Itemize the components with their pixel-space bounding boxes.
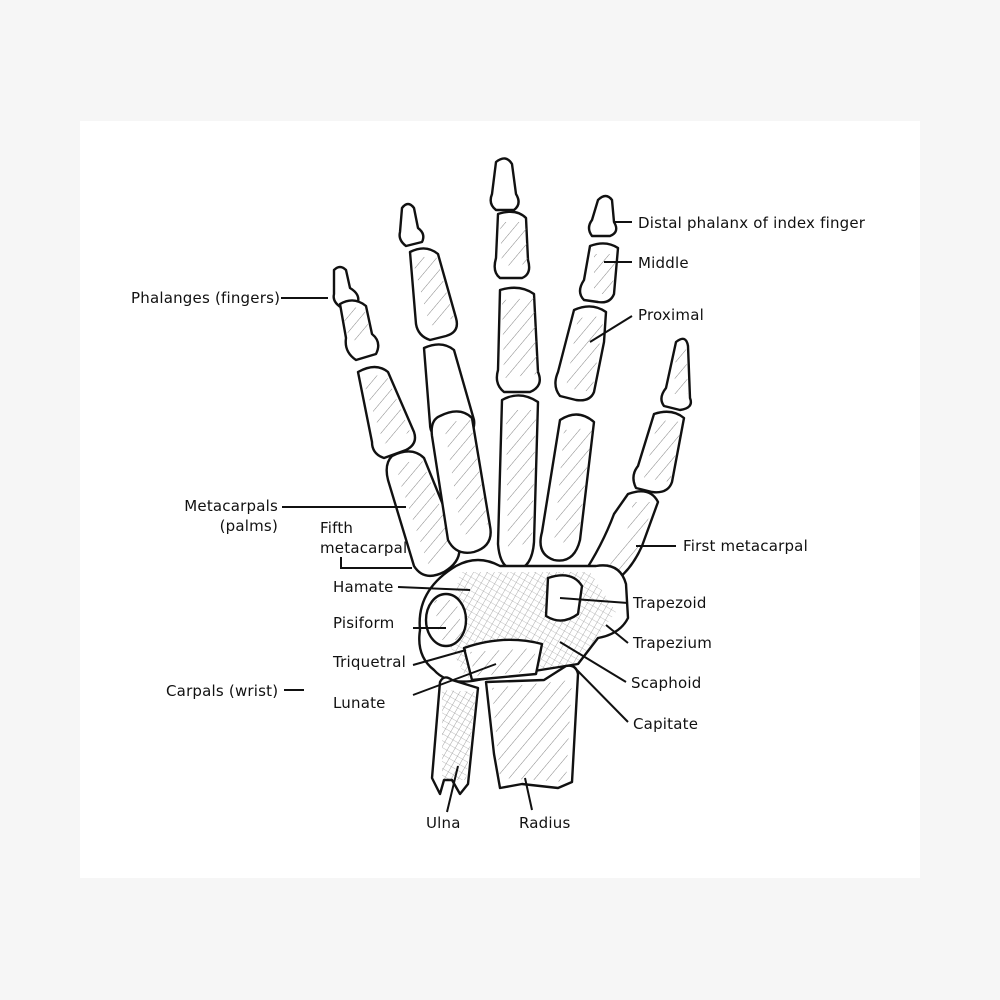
label-capitate: Capitate: [633, 715, 699, 733]
label-carpals: Carpals (wrist): [166, 682, 279, 700]
label-trapezoid: Trapezoid: [633, 594, 707, 612]
label-trapezium: Trapezium: [633, 634, 713, 652]
label-first-metacarpal: First metacarpal: [683, 537, 808, 555]
little-finger-bones: [332, 265, 461, 578]
middle-finger-bones: [489, 157, 541, 572]
label-proximal-phalanx: Proximal: [638, 306, 704, 324]
label-ulna: Ulna: [426, 814, 461, 832]
label-fifth-metacarpal: metacarpal: [320, 539, 408, 557]
index-finger-bones: [539, 194, 620, 562]
leader-lines: [281, 221, 676, 813]
label-radius: Radius: [519, 814, 571, 832]
thumb-bones: [580, 337, 693, 592]
label-triquetral: Triquetral: [333, 653, 406, 671]
label-phalanges: Phalanges (fingers): [131, 289, 281, 307]
label-distal-phalanx: Distal phalanx of index finger: [638, 214, 866, 232]
label-scaphoid: Scaphoid: [631, 674, 702, 692]
label-fifth: Fifth: [320, 519, 354, 537]
label-metacarpals-palms: (palms): [219, 517, 278, 535]
label-middle-phalanx: Middle: [638, 254, 689, 272]
ring-finger-bones: [398, 202, 492, 554]
label-hamate: Hamate: [333, 578, 394, 596]
forearm-bones: [430, 664, 580, 796]
label-metacarpals: Metacarpals: [184, 497, 278, 515]
label-lunate: Lunate: [333, 694, 386, 712]
label-pisiform: Pisiform: [333, 614, 395, 632]
